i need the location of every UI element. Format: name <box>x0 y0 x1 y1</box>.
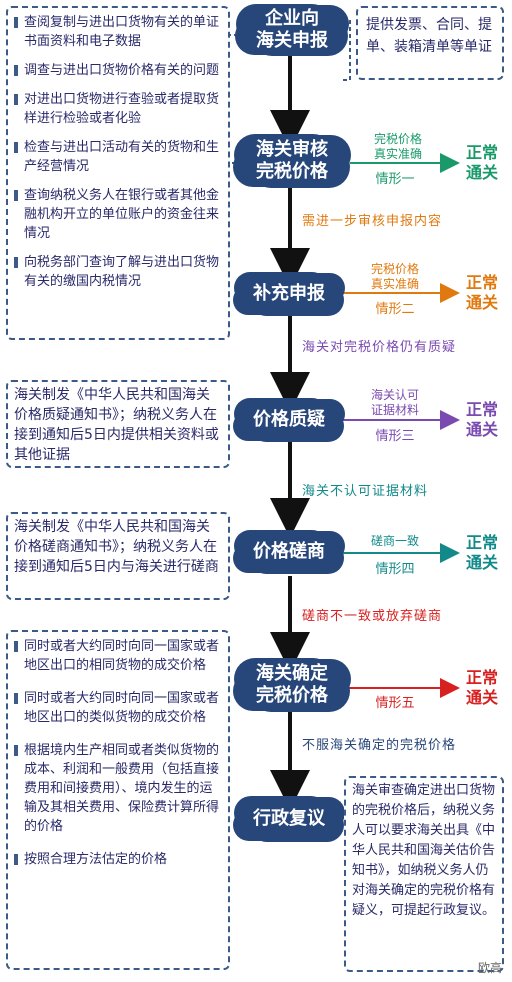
list-item: 按照合理方法估定的价格 <box>14 850 222 869</box>
list-item: 同时或者大约同时向同一国家或者地区出口的类似货物的成交价格 <box>14 689 222 727</box>
flow-label-2: 海关对完税价格仍有质疑 <box>302 340 457 355</box>
case3-condition: 海关认可 证据材料 <box>370 388 419 417</box>
case5-label: 情形五 <box>375 696 415 711</box>
left-box-methods: 同时或者大约同时向同一国家或者地区出口的相同货物的成交价格 同时或者大约同时向同… <box>6 630 230 970</box>
list-item: 对进出口货物进行查验或者提取货样进行检验或者化验 <box>14 90 222 128</box>
node-appeal: 行政复议 <box>240 800 338 838</box>
flow-label-5: 不服海关确定的完税价格 <box>302 738 457 753</box>
left-box-consult: 海关制发《中华人民共和国海关价格磋商通知书》；纳税义务人在接到通知后5日内与海关… <box>6 512 230 600</box>
list-item: 根据境内生产相同或者类似货物的成本、利润和一般费用（包括直接费用和间接费用）、境… <box>14 741 222 836</box>
case1-result: 正常 通关 <box>465 143 498 182</box>
right-box-appeal: 海关审查确定进出口货物的完税价格后，纳税义务人可以要求海关出具《中华人民共和国海… <box>344 776 504 972</box>
list-item: 查询纳税义务人在银行或者其他金融机构开立的单位账户的资金往来情况 <box>14 186 222 243</box>
flow-label-3: 海关不认可证据材料 <box>302 484 429 499</box>
node-review: 海关审核 完税价格 <box>240 138 344 184</box>
left-box-investigation: 查阅复制与进出口货物有关的单证书面资料和电子数据 调查与进出口货物价格有关的问题… <box>6 6 230 340</box>
list-item: 检查与进出口活动有关的货物和生产经营情况 <box>14 138 222 176</box>
appeal-text: 海关审查确定进出口货物的完税价格后，纳税义务人可以要求海关出具《中华人民共和国海… <box>352 783 496 918</box>
case3-label: 情形三 <box>375 429 415 444</box>
list-item: 查阅复制与进出口货物有关的单证书面资料和电子数据 <box>14 13 222 51</box>
node-consult: 价格磋商 <box>240 534 338 570</box>
consult-text: 海关制发《中华人民共和国海关价格磋商通知书》；纳税义务人在接到通知后5日内与海关… <box>14 519 219 575</box>
case2-label: 情形二 <box>375 302 415 317</box>
case3-result: 正常 通关 <box>465 400 498 439</box>
flow-label-1: 需进一步审核申报内容 <box>302 214 443 229</box>
case2-condition: 完税价格 真实准确 <box>370 262 419 291</box>
case5-result: 正常 通关 <box>465 668 498 707</box>
top-note-box: 提供发票、合同、提单、装箱清单等单证 <box>356 6 504 80</box>
watermark: 欧高 <box>477 961 502 975</box>
doubt-text: 海关制发《中华人民共和国海关价格质疑通知书》；纳税义务人在接到通知后5日内提供相… <box>14 387 219 463</box>
node-doubt: 价格质疑 <box>240 402 338 438</box>
list-item: 向税务部门查询了解与进出口货物有关的缴国内税情况 <box>14 253 222 291</box>
node-confirm: 海关确定 完税价格 <box>240 662 344 708</box>
list-item: 同时或者大约同时向同一国家或者地区出口的相同货物的成交价格 <box>14 637 222 675</box>
case4-condition: 磋商一致 <box>370 534 419 548</box>
case4-label: 情形四 <box>375 562 415 577</box>
node-declare: 企业向 海关申报 <box>242 8 342 52</box>
left-box-doubt: 海关制发《中华人民共和国海关价格质疑通知书》；纳税义务人在接到通知后5日内提供相… <box>6 380 230 468</box>
case2-result: 正常 通关 <box>465 273 498 312</box>
top-note-text: 提供发票、合同、提单、装箱清单等单证 <box>366 17 492 55</box>
case4-result: 正常 通关 <box>465 533 498 572</box>
list-item: 调查与进出口货物价格有关的问题 <box>14 61 222 80</box>
case1-condition: 完税价格 真实准确 <box>373 132 422 161</box>
flow-label-4: 磋商不一致或放弃磋商 <box>302 609 443 624</box>
case1-label: 情形一 <box>375 172 415 187</box>
node-supplement: 补充申报 <box>240 276 338 312</box>
